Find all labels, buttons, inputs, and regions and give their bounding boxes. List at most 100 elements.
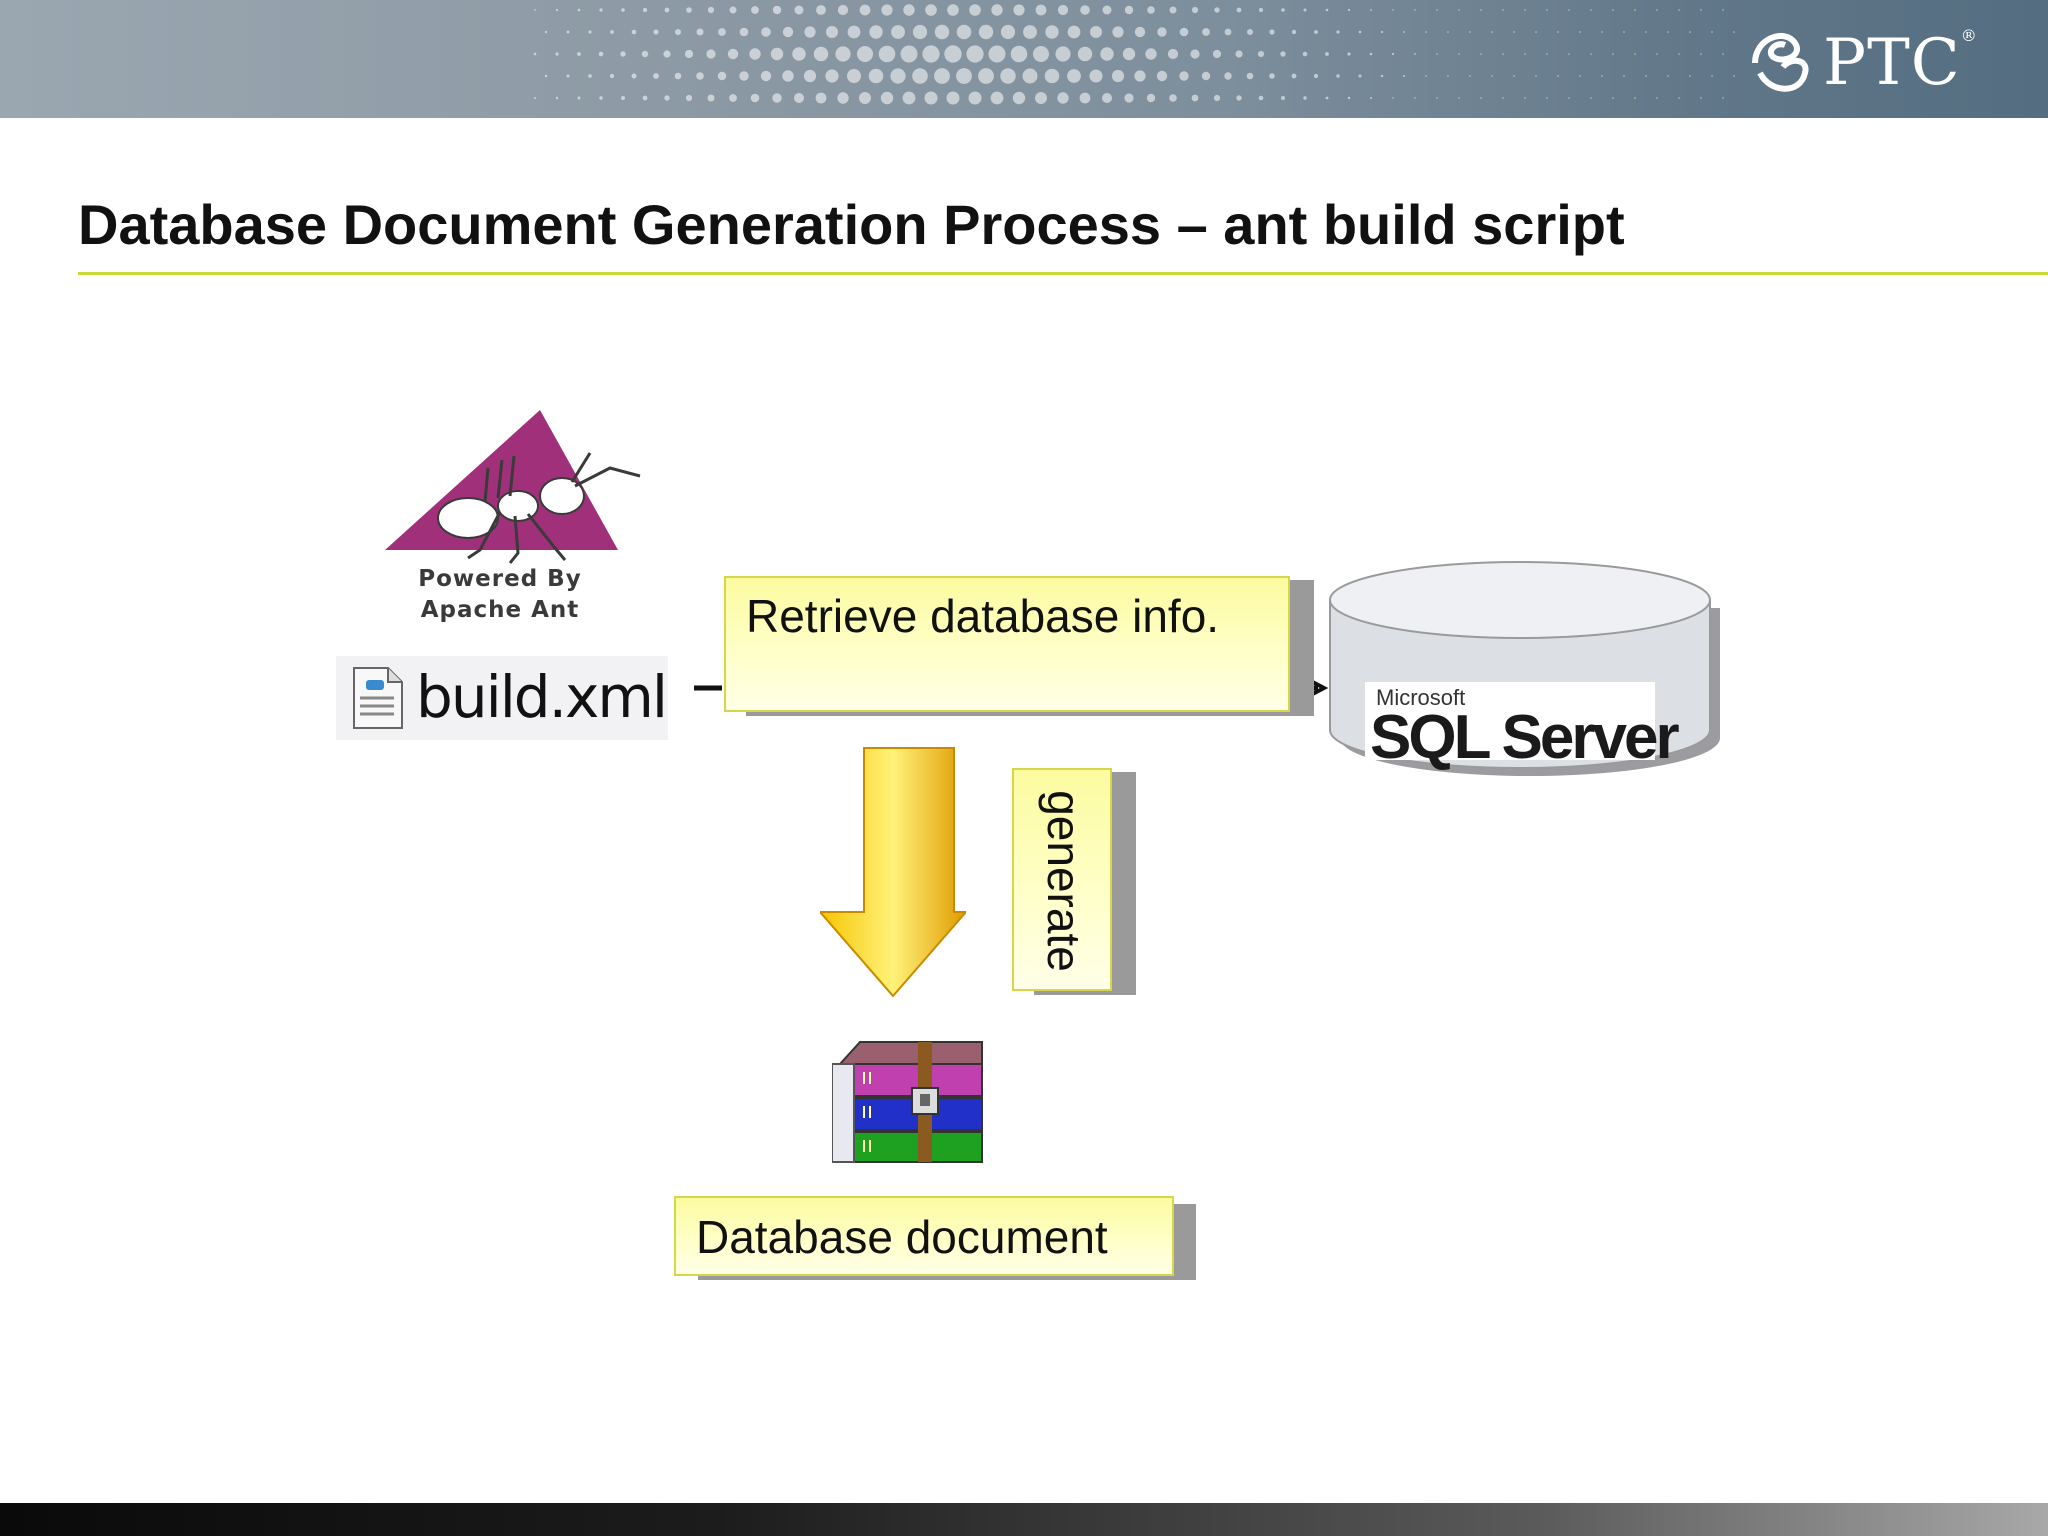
halftone-dot [1590, 9, 1592, 11]
halftone-dot [1380, 30, 1384, 34]
ant-caption-line1: Powered By [418, 566, 582, 592]
title-underline [78, 272, 2048, 275]
halftone-dot [1634, 9, 1636, 11]
halftone-dot [621, 96, 625, 100]
halftone-dot [815, 92, 827, 104]
footer-band [0, 1503, 2048, 1536]
halftone-dot [772, 93, 782, 103]
halftone-dot [1722, 97, 1724, 99]
halftone-dot [1612, 97, 1614, 99]
halftone-dot [1392, 9, 1394, 11]
halftone-dot [922, 45, 940, 63]
halftone-dot [1513, 75, 1515, 77]
halftone-dot [1057, 92, 1069, 104]
halftone-dot [749, 48, 761, 60]
halftone-dot [1491, 75, 1493, 77]
halftone-dot [1436, 97, 1438, 99]
halftone-dot [577, 52, 581, 56]
halftone-dot [847, 69, 861, 83]
header-band: PTC® [0, 0, 2048, 118]
halftone-dot [1678, 97, 1680, 99]
halftone-dot [1167, 48, 1179, 60]
halftone-dot [1568, 9, 1570, 11]
halftone-dot [1689, 75, 1691, 77]
halftone-dot [835, 46, 851, 62]
halftone-dot [1392, 97, 1394, 99]
halftone-dot [588, 30, 592, 34]
halftone-dot [903, 4, 915, 16]
halftone-dot [1733, 75, 1735, 77]
ptc-logo-text: PTC® [1823, 26, 1978, 100]
halftone-dot [1358, 74, 1362, 78]
halftone-dot [804, 26, 816, 38]
halftone-dot [599, 96, 603, 100]
halftone-dot [1258, 7, 1264, 13]
halftone-dot [750, 93, 760, 103]
halftone-dot [1224, 28, 1232, 36]
halftone-dot [1347, 96, 1351, 100]
halftone-dot [1513, 31, 1515, 33]
halftone-dot [1302, 51, 1308, 57]
halftone-dot [1033, 46, 1049, 62]
halftone-dot [1469, 75, 1471, 77]
halftone-dot [675, 29, 681, 35]
halftone-dot [610, 30, 614, 34]
halftone-dot [902, 91, 916, 105]
halftone-dot [772, 5, 782, 15]
halftone-dot [1403, 31, 1405, 33]
halftone-dot [1546, 9, 1548, 11]
halftone-dot [1191, 94, 1199, 102]
halftone-dot [1425, 31, 1427, 33]
halftone-dot [1055, 46, 1071, 62]
halftone-dot [642, 95, 648, 101]
halftone-dot [944, 45, 962, 63]
halftone-dot [890, 68, 906, 84]
halftone-dot [978, 68, 994, 84]
halftone-dot [1067, 25, 1081, 39]
halftone-dot [1000, 68, 1016, 84]
halftone-dot [934, 68, 950, 84]
halftone-dot [1645, 31, 1647, 33]
halftone-dot [912, 68, 928, 84]
halftone-dot [1000, 24, 1016, 40]
halftone-dot [1425, 75, 1427, 77]
halftone-dot [1013, 4, 1025, 16]
halftone-dot [968, 91, 982, 105]
halftone-dot [794, 93, 804, 103]
halftone-dot [1623, 75, 1625, 77]
halftone-dot [878, 45, 896, 63]
halftone-dot [816, 5, 826, 15]
archive-books-icon [832, 1041, 983, 1163]
halftone-dot [1601, 75, 1603, 77]
halftone-dot [1012, 91, 1026, 105]
halftone-dot [792, 47, 806, 61]
halftone-dot [1700, 9, 1702, 11]
halftone-dot [1022, 68, 1038, 84]
halftone-dot [1678, 53, 1680, 55]
halftone-dot [966, 45, 984, 63]
halftone-dot [1169, 6, 1177, 14]
halftone-dot [1458, 97, 1460, 99]
halftone-dot [880, 91, 894, 105]
halftone-dot [1369, 52, 1373, 56]
halftone-dot [663, 50, 671, 58]
halftone-dot [868, 68, 884, 84]
halftone-dot [718, 28, 726, 36]
halftone-dot [1414, 97, 1416, 99]
halftone-dot [1634, 53, 1636, 55]
halftone-dot [1080, 5, 1090, 15]
halftone-dot [1535, 31, 1537, 33]
halftone-dot [674, 72, 682, 80]
halftone-dot [642, 7, 648, 13]
halftone-dot [544, 30, 548, 34]
halftone-dot [1100, 47, 1114, 61]
halftone-dot [1179, 27, 1189, 37]
halftone-dot [555, 8, 559, 12]
halftone-dot [859, 92, 871, 104]
halftone-dot [577, 96, 581, 100]
halftone-dot [588, 74, 592, 78]
halftone-dot [912, 24, 928, 40]
halftone-dot [1336, 30, 1340, 34]
halftone-dot [1568, 97, 1570, 99]
halftone-dot [1157, 27, 1167, 37]
